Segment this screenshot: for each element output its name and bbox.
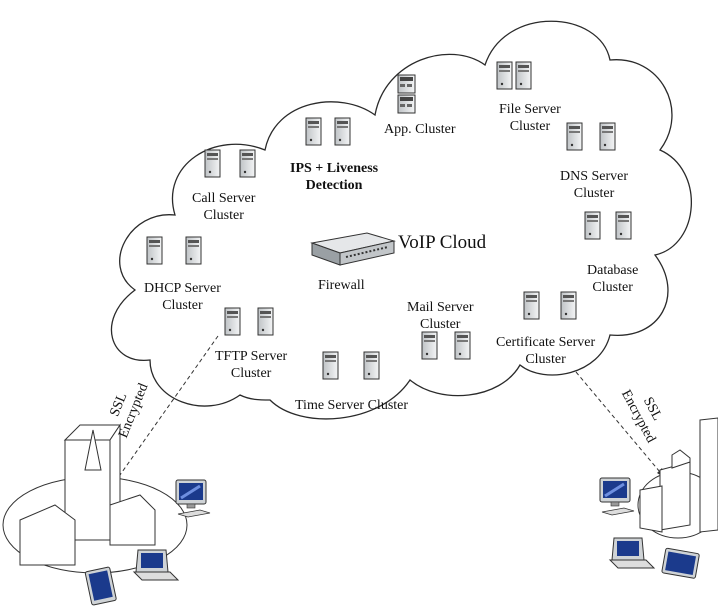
mail-server-label: Mail Server Cluster xyxy=(407,299,473,333)
left-link-line xyxy=(107,335,219,493)
left-tablet-icon xyxy=(84,566,117,606)
database-label: Database Cluster xyxy=(587,262,638,296)
label-line: Cluster xyxy=(573,186,615,201)
dhcp-server-label: DHCP Server Cluster xyxy=(144,280,221,314)
call-server-label: Call Server Cluster xyxy=(192,190,255,224)
file-server-label: File Server Cluster xyxy=(499,101,561,135)
label-line: TFTP Server xyxy=(215,349,288,364)
church-building-icon xyxy=(19,423,156,566)
label-line: Cluster xyxy=(525,352,566,367)
label-line: Certificate Server xyxy=(496,335,596,350)
label-line: Call Server xyxy=(192,191,256,206)
label-line: Mail Server xyxy=(407,300,474,315)
label-line: Firewall xyxy=(318,278,365,293)
app-cluster-label: App. Cluster xyxy=(384,121,456,138)
label-line: App. Cluster xyxy=(384,122,456,137)
label-line: IPS + Liveness xyxy=(290,161,379,176)
label-line: Cluster xyxy=(592,280,633,295)
label-line: Cluster xyxy=(420,317,461,332)
label-line: Cluster xyxy=(509,119,551,134)
certificate-server-label: Certificate Server Cluster xyxy=(496,334,595,368)
label-line: Cluster xyxy=(203,208,244,223)
city-buildings-icon xyxy=(639,417,718,533)
firewall-label: Firewall xyxy=(318,277,365,294)
label-line: DHCP Server xyxy=(144,281,221,296)
time-server-label: Time Server Cluster xyxy=(295,397,408,414)
label-line: Cluster xyxy=(162,298,203,313)
label-line: Database xyxy=(587,263,639,278)
ips-label: IPS + Liveness Detection xyxy=(290,160,378,194)
label-line: Cluster xyxy=(230,366,272,381)
tftp-server-label: TFTP Server Cluster xyxy=(215,348,287,382)
cloud-outline xyxy=(110,20,692,420)
left-laptop-icon xyxy=(133,549,179,581)
right-link-line xyxy=(575,371,666,479)
label-line: Time Server Cluster xyxy=(295,398,409,413)
cloud-title: VoIP Cloud xyxy=(398,232,487,253)
right-tablet-icon xyxy=(661,547,700,579)
label-line: File Server xyxy=(499,102,561,117)
dns-server-label: DNS Server Cluster xyxy=(560,168,628,202)
firewall-icon xyxy=(310,232,396,266)
right-monitor-icon xyxy=(598,476,636,517)
label-line: DNS Server xyxy=(560,169,629,184)
label-line: Detection xyxy=(305,178,363,193)
right-laptop-icon xyxy=(609,537,655,569)
